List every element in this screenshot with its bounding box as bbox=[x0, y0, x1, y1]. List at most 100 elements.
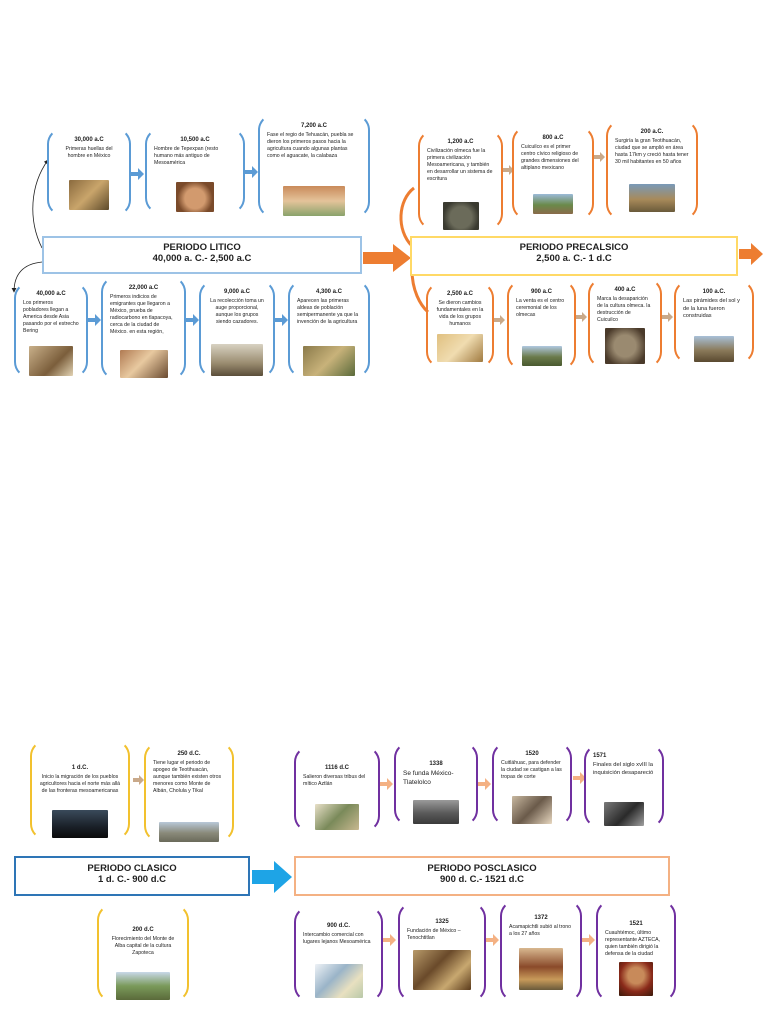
card-text: Primeras huellas del hombre en México bbox=[65, 146, 113, 160]
card-year: 1521 bbox=[629, 921, 643, 927]
card-year: 1372 bbox=[534, 915, 548, 921]
litico-top-card-1: 30,000 a.C Primeras huellas del hombre e… bbox=[47, 128, 131, 216]
posclasico-top-arrows bbox=[380, 772, 586, 790]
cuitlahuac-image bbox=[512, 796, 552, 824]
card-text: Fundación de México – Tenochtitlan bbox=[407, 928, 461, 942]
litico-bottom-card-2: 22,000 a.C Primeros indicios de emigrant… bbox=[101, 276, 186, 380]
period-precalsico-title: PERIODO PRECALSICO bbox=[519, 242, 629, 253]
olmec-ruins-image bbox=[605, 328, 645, 364]
card-year: 22,000 a.C bbox=[128, 285, 159, 291]
tlatelolco-image bbox=[413, 800, 459, 824]
card-year: 4,300 a.C bbox=[315, 289, 343, 295]
preclasico-bottom-card-3: 400 a.C Marca la desaparición de la cult… bbox=[588, 278, 662, 368]
period-posclasico-title: PERIODO POSCLASICO bbox=[427, 863, 537, 874]
card-text: La venta es el centro ceremonial de los … bbox=[516, 298, 565, 319]
clasico-bottom-card-1: 200 d.C Florecimiento del Monte de Alba … bbox=[97, 904, 189, 1002]
card-year: 30,000 a.C bbox=[74, 137, 104, 143]
card-year: 1520 bbox=[525, 751, 539, 757]
mesoamerica-map-image bbox=[314, 964, 363, 998]
human-groups-image bbox=[437, 334, 483, 362]
card-year: 100 a.C. bbox=[702, 289, 726, 295]
period-litico-dates: 40,000 a. C.- 2,500 a.C bbox=[152, 253, 252, 264]
card-year: 1571 bbox=[593, 753, 607, 759]
clasico-top-arrow bbox=[133, 775, 144, 785]
litico-bottom-arrows bbox=[88, 314, 288, 326]
bering-migration-image bbox=[29, 346, 73, 376]
card-text: La recolección toma un auge proporcional… bbox=[210, 298, 264, 326]
period-precalsico: PERIODO PRECALSICO 2,500 a. C.- 1 d.C bbox=[410, 236, 738, 276]
posclasico-bottom-card-2: 1325 Fundación de México – Tenochtitlan bbox=[398, 902, 486, 1002]
card-text: Marca la desaparición de la cultura olme… bbox=[597, 296, 651, 324]
preclasico-bottom-card-2: 900 a.C La venta es el centro ceremonial… bbox=[507, 280, 576, 370]
agriculture-scene-image bbox=[283, 186, 345, 216]
card-text: Se funda México-Tlatelolco bbox=[403, 770, 454, 786]
card-text: Cuitláhuac, para defender la ciudad se c… bbox=[501, 760, 562, 781]
litico-top-card-2: 10,500 a.C Hombre de Tepexpan (resto hum… bbox=[145, 128, 245, 214]
card-year: 2,500 a.C bbox=[446, 291, 474, 297]
period-clasico-dates: 1 d. C.- 900 d.C bbox=[97, 874, 167, 885]
precalsico-next-arrow bbox=[739, 243, 763, 265]
card-year: 200 a.C. bbox=[640, 129, 664, 135]
card-text: Intercambio comercial con lugares lejano… bbox=[303, 932, 371, 946]
cuicuilco-image bbox=[533, 194, 573, 214]
emigrants-image bbox=[119, 350, 168, 378]
pyramids-image bbox=[694, 336, 734, 362]
card-year: 40,000 a.C bbox=[36, 291, 66, 297]
la-venta-image bbox=[521, 346, 562, 366]
litico-top-arrows bbox=[131, 166, 258, 180]
card-text: Las pirámides del sol y de la luna fuero… bbox=[683, 298, 740, 320]
preclasico-top-card-3: 200 a.C. Surgiría la gran Teotihuacán, c… bbox=[606, 120, 698, 220]
card-year: 1325 bbox=[435, 919, 449, 925]
aztlan-image bbox=[315, 804, 359, 830]
card-text: Surgiría la gran Teotihuacán, ciudad que… bbox=[615, 138, 689, 166]
period-clasico: PERIODO CLASICO 1 d. C.- 900 d.C bbox=[14, 856, 250, 896]
card-year: 250 d.C. bbox=[177, 751, 201, 757]
card-text: Se dieron cambios fundamentales en la vi… bbox=[436, 300, 484, 328]
card-text: Inicio la migración de los pueblos agric… bbox=[39, 774, 121, 795]
period-precalsico-dates: 2,500 a. C.- 1 d.C bbox=[536, 253, 612, 264]
acamapichtli-image bbox=[519, 948, 563, 990]
migration-silhouette-image bbox=[52, 810, 108, 838]
posclasico-top-card-2: 1338 Se funda México-Tlatelolco bbox=[394, 742, 478, 826]
posclasico-bottom-card-1: 900 d.C. Intercambio comercial con lugar… bbox=[294, 906, 383, 1002]
period-litico: PERIODO LITICO 40,000 a. C.- 2,500 a.C bbox=[42, 236, 362, 274]
posclasico-top-card-3: 1520 Cuitláhuac, para defender la ciudad… bbox=[492, 742, 572, 826]
tenochtitlan-image bbox=[413, 950, 471, 990]
card-year: 7,200 a.C bbox=[300, 123, 328, 129]
card-year: 10,500 a.C bbox=[180, 137, 210, 143]
card-text: Fase el regio de Tehuacán, puebla se die… bbox=[267, 132, 354, 160]
card-text: Hombre de Tepexpan (resto humano más ant… bbox=[154, 146, 219, 167]
posclasico-top-card-4: 1571 Finales del siglo xvIII la inquisic… bbox=[584, 744, 664, 828]
card-year: 1116 d.C bbox=[324, 765, 350, 771]
clasico-top-card-1: 1 d.C. Inicio la migración de los pueblo… bbox=[30, 740, 130, 840]
card-year: 200 d.C bbox=[132, 927, 154, 933]
period-posclasico: PERIODO POSCLASICO 900 d. C.- 1521 d.C bbox=[294, 856, 670, 896]
card-text: Los primeros pobladores llegan a America… bbox=[23, 300, 79, 335]
clasico-top-card-2: 250 d.C. Tiene lugar el periodo de apoge… bbox=[144, 742, 234, 842]
olmec-head-image bbox=[442, 202, 479, 230]
litico-bottom-card-1: 40,000 a.C Los primeros pobladores llega… bbox=[14, 282, 88, 378]
posclasico-bottom-card-4: 1521 Cuauhtémoc, último representante AZ… bbox=[596, 900, 676, 1002]
card-text: Civilización olmeca fue la primera civil… bbox=[427, 148, 493, 183]
card-text: Cuicuilco es el primer centro cívico rel… bbox=[521, 144, 579, 172]
gatherers-image bbox=[211, 344, 263, 376]
period-posclasico-dates: 900 d. C.- 1521 d.C bbox=[440, 874, 524, 885]
card-text: Florecimiento del Monte de Alba capital … bbox=[111, 936, 175, 957]
clasico-to-posclasico-arrow bbox=[252, 861, 292, 893]
card-text: Tiene lugar el periodo de apogeo de Teot… bbox=[153, 760, 222, 795]
litico-to-precalsico-arrow bbox=[363, 244, 411, 272]
card-year: 9,000 a.C bbox=[223, 289, 251, 295]
preclasico-connector-top bbox=[399, 186, 415, 248]
period-litico-title: PERIODO LITICO bbox=[163, 242, 241, 253]
period-clasico-title: PERIODO CLASICO bbox=[87, 863, 177, 874]
preclasico-bottom-card-4: 100 a.C. Las pirámides del sol y de la l… bbox=[674, 280, 754, 364]
villages-image bbox=[303, 346, 355, 376]
litico-connector-bottom bbox=[11, 261, 43, 293]
card-text: Finales del siglo xvIII la inquisición d… bbox=[593, 762, 654, 776]
card-year: 800 a.C bbox=[542, 135, 564, 141]
card-year: 1338 bbox=[429, 761, 443, 767]
litico-bottom-card-4: 4,300 a.C Aparecen las primeras aldeas d… bbox=[288, 280, 370, 378]
litico-top-card-3: 7,200 a.C Fase el regio de Tehuacán, pue… bbox=[258, 114, 370, 218]
card-text: Cuauhtémoc, último representante AZTECA,… bbox=[605, 930, 661, 958]
